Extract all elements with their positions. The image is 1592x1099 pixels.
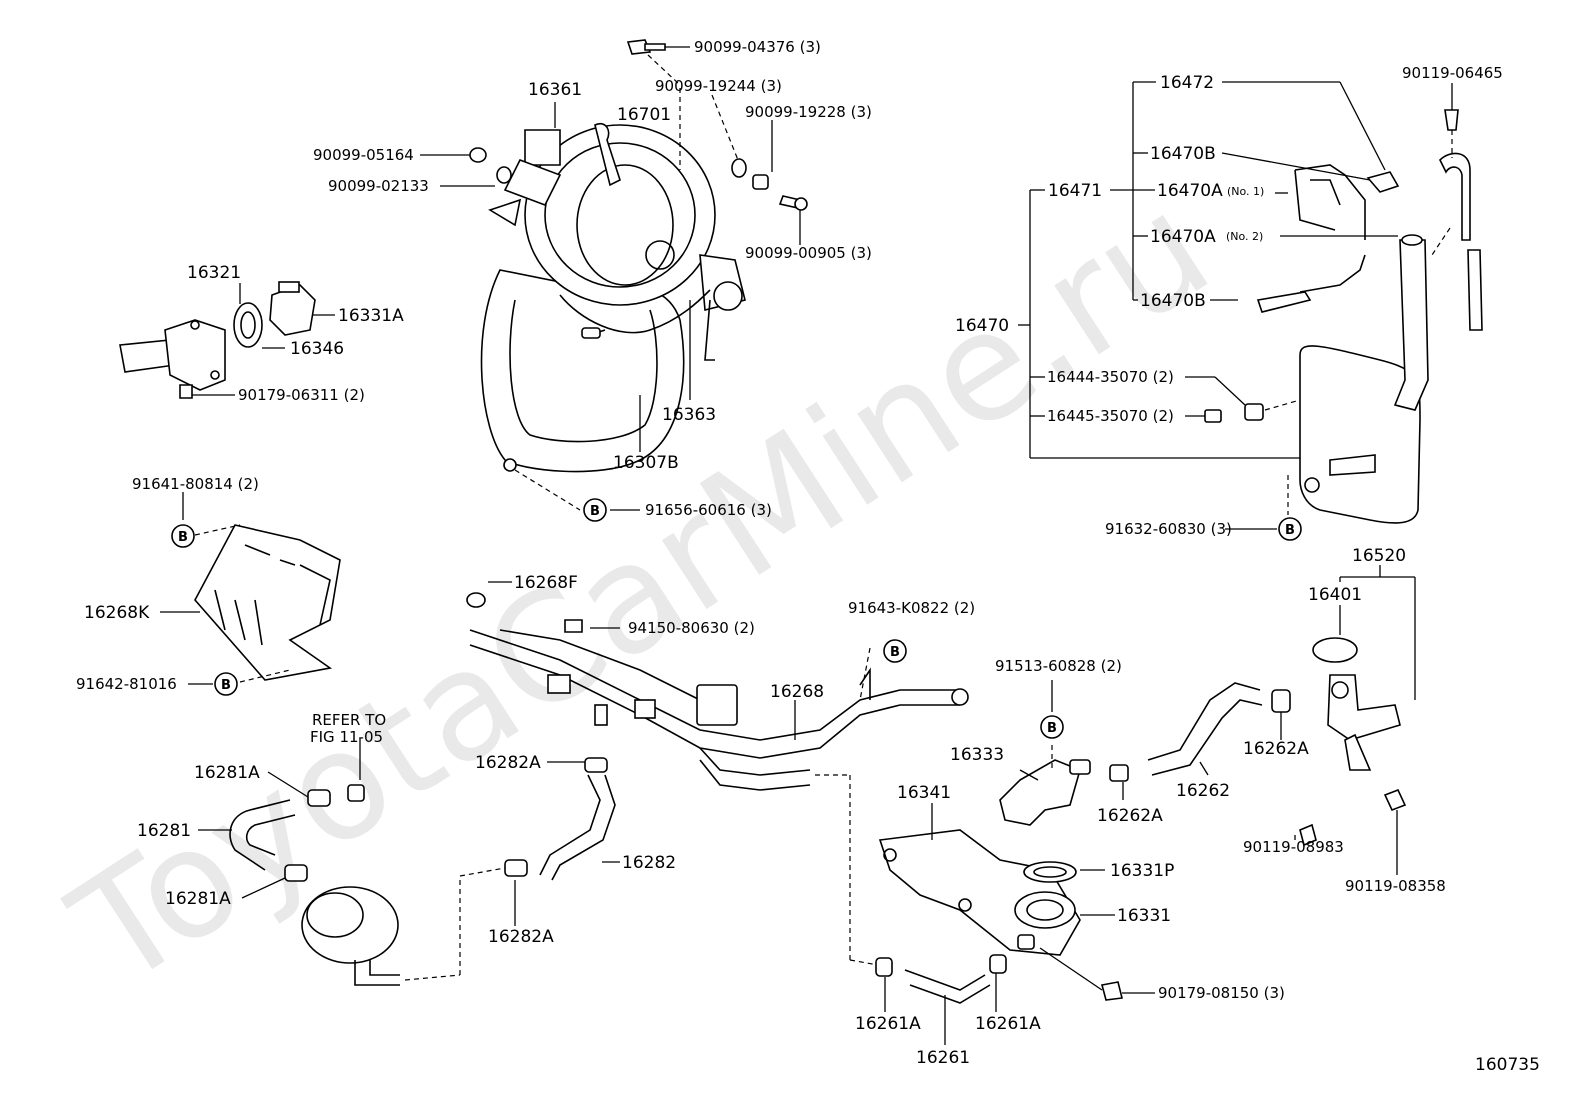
label-91632-60830: 91632-60830 (3) [1105,520,1232,538]
label-16281A-bottom: 16281A [165,889,231,909]
label-16401: 16401 [1308,585,1362,605]
label-16261: 16261 [916,1048,970,1068]
b-callout-fan-letter: B [590,504,600,519]
label-16341: 16341 [897,783,951,803]
water-outlet-group [878,680,1155,1001]
b-callout-shield-top [171,524,195,548]
label-16363: 16363 [662,405,716,425]
label-16333: 16333 [950,745,1004,765]
label-16701: 16701 [617,105,671,125]
b-callout-outlet [1040,715,1064,739]
label-16471: 16471 [1048,181,1102,201]
label-90099-05164: 90099-05164 [313,146,414,164]
label-90179-08150: 90179-08150 (3) [1158,984,1285,1002]
b-callout-reservoir [1278,517,1302,541]
b-callout-fan [583,498,607,522]
fan-leaders [420,46,801,511]
label-91641-80814: 91641-80814 (2) [132,475,259,493]
thermostat-group [119,281,335,399]
label-no1: (No. 1) [1227,185,1264,198]
hose-16282-group [404,757,620,981]
label-16331: 16331 [1117,906,1171,926]
b-callout-shield-top-letter: B [178,530,188,545]
label-16470: 16470 [955,316,1009,336]
label-90099-19228: 90099-19228 (3) [745,103,872,121]
label-16281A-top: 16281A [194,763,260,783]
label-16470B-top: 16470B [1150,144,1216,164]
label-refer-to: REFER TO [312,711,386,729]
label-16470A-no1: 16470A [1157,181,1223,201]
label-90099-02133: 90099-02133 [328,177,429,195]
label-16307B: 16307B [613,453,679,473]
water-pipe-16268 [466,581,969,966]
label-16262A-left: 16262A [1097,806,1163,826]
label-16321: 16321 [187,263,241,283]
label-16262A-right: 16262A [1243,739,1309,759]
b-callout-shield-bottom-letter: B [221,678,231,693]
label-16444-35070: 16444-35070 (2) [1047,368,1174,386]
label-91656-60616: 91656-60616 (3) [645,501,772,519]
reservoir-leaders [1018,81,1453,530]
label-16268: 16268 [770,682,824,702]
figure-number: 160735 [1475,1055,1540,1075]
label-90099-19244: 90099-19244 (3) [655,77,782,95]
label-16268F: 16268F [514,573,578,593]
label-91643-K0822: 91643-K0822 (2) [848,599,975,617]
label-91642-81016: 91642-81016 [76,675,177,693]
b-callout-pipe [883,639,907,663]
label-91513-60828: 91513-60828 (2) [995,657,1122,675]
reservoir-group [1204,109,1483,524]
label-16281: 16281 [137,821,191,841]
label-no2: (No. 2) [1226,230,1263,243]
b-callout-shield-bottom [214,672,238,696]
label-94150-80630: 94150-80630 (2) [628,619,755,637]
hose-16261-group [875,954,1007,1045]
label-16470A-no2: 16470A [1150,227,1216,247]
b-callout-outlet-letter: B [1047,721,1057,736]
label-90119-06465: 90119-06465 [1402,64,1503,82]
label-16445-35070: 16445-35070 (2) [1047,407,1174,425]
label-16261A-left: 16261A [855,1014,921,1034]
label-90179-06311: 90179-06311 (2) [238,386,365,404]
heat-shield-16268K [160,492,341,685]
label-90119-08983: 90119-08983 [1243,838,1344,856]
label-16268K: 16268K [84,603,150,623]
fan-shroud-assembly [480,122,746,473]
label-16331A: 16331A [338,306,404,326]
label-90099-04376: 90099-04376 (3) [694,38,821,56]
label-fig-11-05: FIG 11-05 [310,728,383,746]
label-16470B-bottom: 16470B [1140,291,1206,311]
label-16346: 16346 [290,339,344,359]
b-callout-circles: B B B B B B [171,498,1302,739]
label-90099-00905: 90099-00905 (3) [745,244,872,262]
b-callout-reservoir-letter: B [1285,523,1295,538]
label-16520: 16520 [1352,546,1406,566]
hose-16262-group [1109,565,1416,875]
hose-16281-group [198,738,400,986]
label-90119-08358: 90119-08358 [1345,877,1446,895]
label-16331P: 16331P [1110,861,1174,881]
label-16282: 16282 [622,853,676,873]
label-16361: 16361 [528,80,582,100]
part-labels: 90099-04376 (3) 90099-19244 (3) 90099-19… [76,38,1540,1075]
b-callout-pipe-letter: B [890,645,900,660]
label-16262: 16262 [1176,781,1230,801]
label-16282A-top: 16282A [475,753,541,773]
label-16261A-right: 16261A [975,1014,1041,1034]
label-16282A-bottom: 16282A [488,927,554,947]
label-16472: 16472 [1160,73,1214,93]
